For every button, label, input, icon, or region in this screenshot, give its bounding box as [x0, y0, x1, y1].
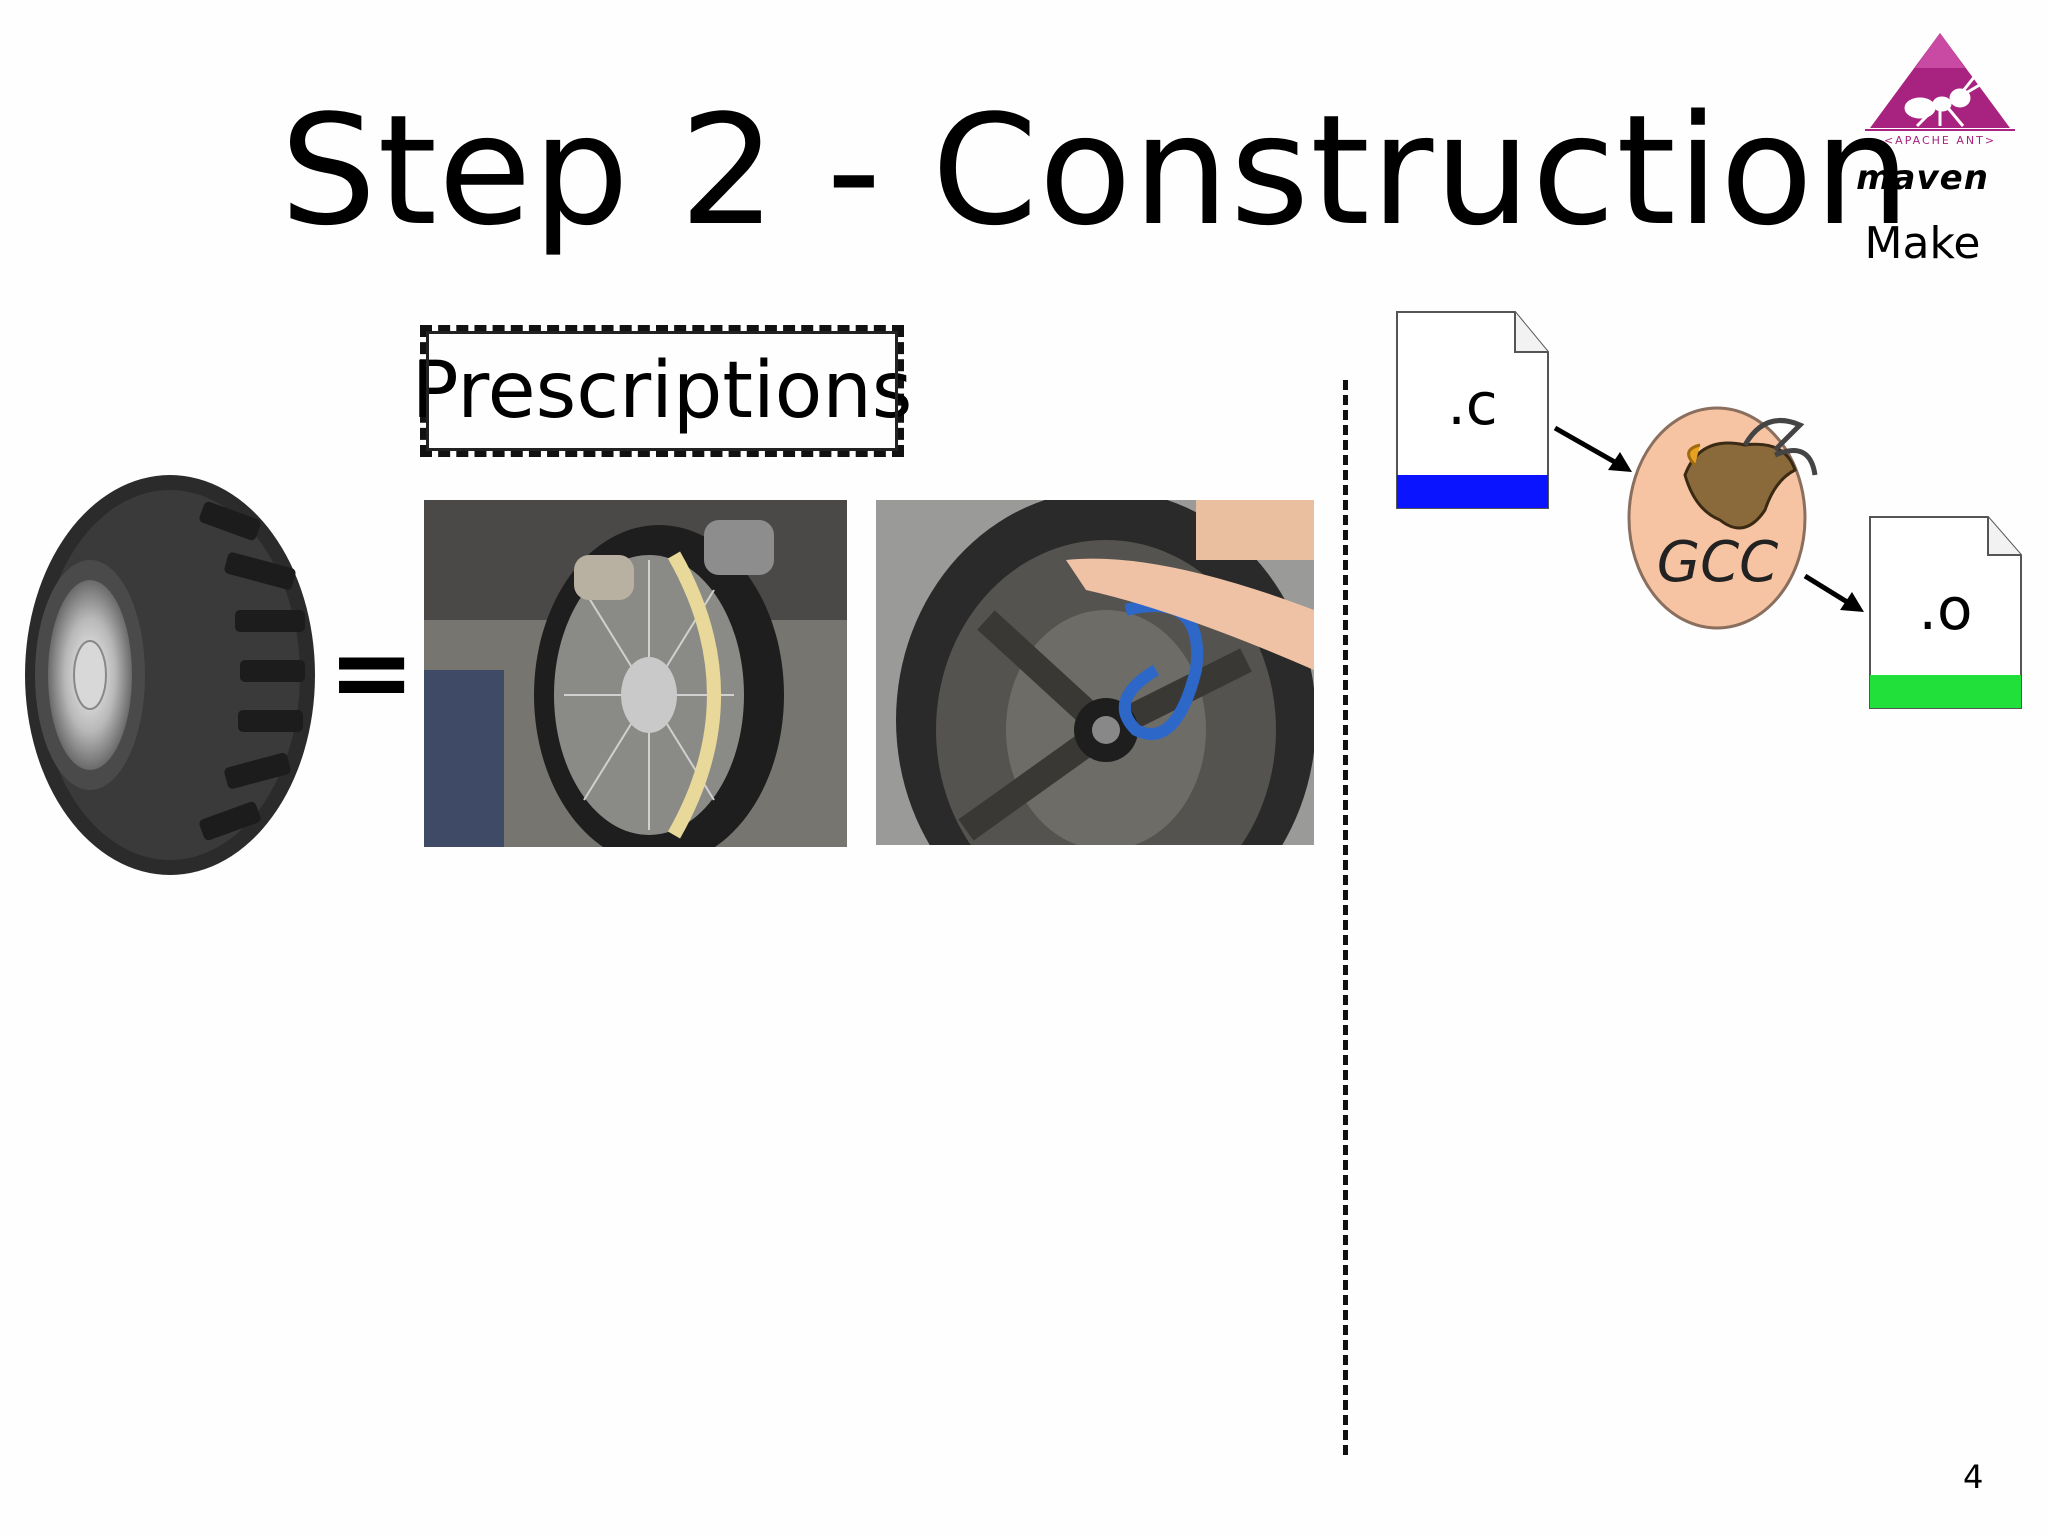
- object-file-label: .o: [1918, 575, 1973, 643]
- object-file-icon: .o: [1868, 515, 2023, 710]
- source-file-label: .c: [1447, 370, 1498, 438]
- tire-repair-photo-1: [424, 500, 847, 847]
- maven-logo-text: maven: [1856, 158, 1989, 198]
- prescriptions-label: Prescriptions: [411, 346, 913, 436]
- divider-line: [1343, 380, 1348, 1455]
- build-tools-logos: <APACHE ANT>: [1845, 28, 2035, 152]
- source-file-icon: .c: [1395, 310, 1550, 510]
- apache-ant-text: <APACHE ANT>: [1884, 134, 1996, 147]
- page-number: 4: [1963, 1458, 1984, 1496]
- gcc-label: GCC: [1656, 530, 1779, 595]
- slide-title: Step 2 - Construction: [280, 82, 1912, 259]
- source-file-color-bar: [1397, 475, 1548, 508]
- make-label: Make: [1864, 218, 1981, 269]
- arrow-to-object-icon: [1803, 573, 1864, 612]
- tire-repair-photo-2: [876, 500, 1314, 845]
- prescriptions-box: Prescriptions: [412, 325, 912, 457]
- equals-sign: =: [328, 611, 416, 733]
- arrow-to-compiler-icon: [1553, 425, 1632, 472]
- object-file-color-bar: [1870, 675, 2021, 708]
- apache-ant-logo: <APACHE ANT>: [1865, 33, 2015, 147]
- gcc-compiler-icon: GCC: [1625, 400, 1825, 630]
- tire-image: [10, 470, 315, 880]
